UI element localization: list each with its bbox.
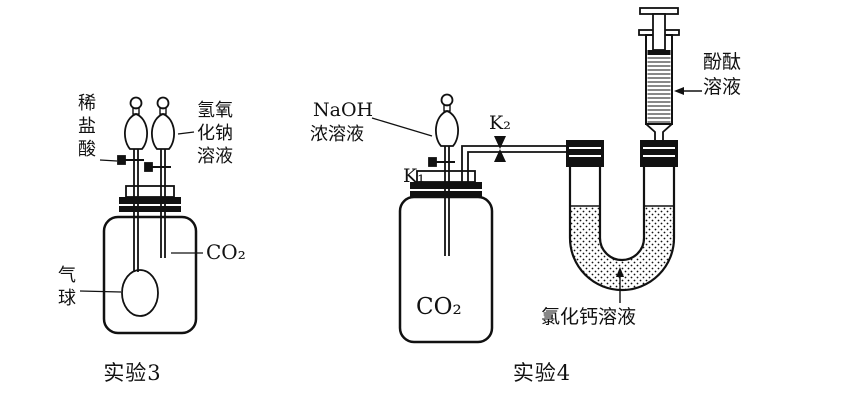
exp3-stopper-band [119, 206, 181, 212]
naoh-conc-leader-line [371, 117, 433, 137]
exp3-funnel-naoh [144, 96, 175, 258]
exp3-flask [102, 215, 198, 335]
syringe-liquid [647, 55, 671, 123]
label-co2-exp3: CO₂ [206, 240, 246, 264]
exp3-stopcock-left [117, 155, 126, 165]
exp3-apparatus [79, 96, 203, 335]
label-phenolphthalein: 酚酞溶液 [703, 51, 742, 98]
exp4-funnel-naoh [428, 93, 459, 256]
label-cacl2-solution: 氯化钙溶液 [541, 306, 637, 328]
exp4-apparatus [371, 7, 702, 344]
phenolphthalein-arrowhead [674, 87, 684, 95]
label-balloon: 气球 [58, 265, 76, 309]
connecting-tube [467, 151, 566, 183]
exp4-bottle-lip [416, 170, 476, 183]
cacl2-arrowhead [616, 267, 624, 277]
syringe [638, 7, 680, 142]
exp4-bottle [398, 195, 494, 344]
cacl2-liquid [570, 206, 674, 290]
exp4-stopper-band [410, 182, 482, 189]
exp3-stopper-band [119, 197, 181, 204]
u-tube-stoppers [566, 140, 678, 167]
exp4-stopper-band [410, 191, 482, 197]
valve-k2 [494, 136, 506, 162]
label-naoh-solution: 氢氧化钠溶液 [197, 100, 233, 167]
label-valve-k1: K₁ [403, 165, 425, 187]
exp3-stopcock-right [144, 162, 153, 172]
u-tube-outer [568, 166, 676, 292]
label-co2-exp4: CO₂ [416, 294, 462, 320]
label-naoh-conc-line1: NaOH [313, 99, 374, 121]
label-naoh-conc-line2: 浓溶液 [310, 124, 364, 145]
connecting-tube [461, 145, 566, 183]
syringe-plunger [652, 13, 666, 51]
label-dilute-hcl: 稀盐酸 [78, 93, 96, 160]
naoh-leader-line [177, 131, 195, 135]
label-valve-k2: K₂ [489, 112, 511, 134]
exp4-stopcock-k1 [428, 157, 437, 167]
exp3-funnel-hcl [117, 96, 148, 272]
exp3-balloon [121, 269, 159, 317]
caption-experiment-4: 实验4 [512, 361, 572, 385]
hcl-leader-line [99, 159, 118, 162]
caption-experiment-3: 实验3 [103, 361, 162, 385]
u-tube-inner [598, 166, 646, 262]
balloon-leader-line [79, 290, 122, 293]
